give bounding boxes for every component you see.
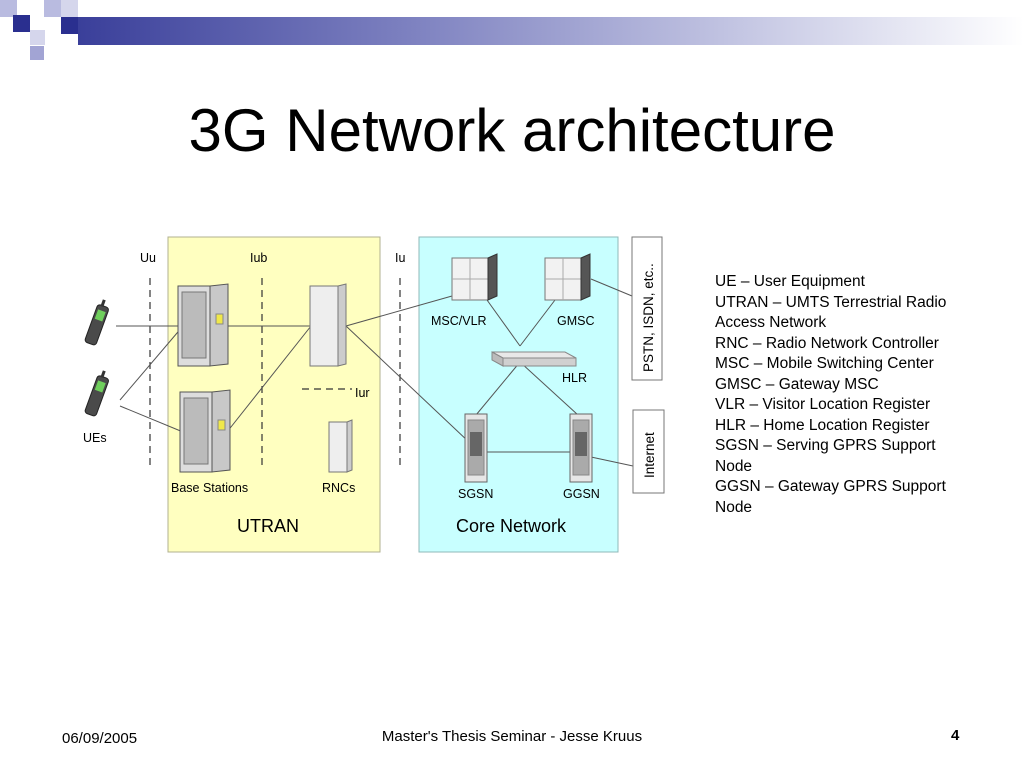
legend-item: Node (715, 498, 753, 516)
deco-square (30, 46, 44, 60)
legend-item: GGSN – Gateway GPRS Support (715, 478, 946, 495)
legend-item: MSC – Mobile Switching Center (715, 355, 934, 372)
hlr-icon (491, 351, 577, 367)
core-network-label: Core Network (456, 516, 567, 536)
phone-icon (84, 299, 109, 346)
sgsn-label: SGSN (458, 487, 493, 501)
pstn-box (631, 236, 663, 381)
page-title: 3G Network architecture (188, 97, 836, 164)
iu-label: Iu (395, 251, 405, 265)
deco-square (13, 15, 30, 32)
rnc-icon (309, 283, 347, 367)
internet-label: Internet (642, 432, 657, 478)
rnc-icon (328, 419, 353, 473)
legend-item: RNC – Radio Network Controller (715, 334, 939, 352)
legend-item: UE – User Equipment (715, 273, 865, 290)
rncs-label: RNCs (322, 481, 355, 495)
deco-square (30, 30, 45, 45)
deco-bar (78, 17, 1024, 45)
msc-vlr-label: MSC/VLR (431, 314, 487, 328)
msc-vlr-icon (451, 253, 498, 301)
ues-label: UEs (83, 431, 107, 445)
legend: UE – User Equipment UTRAN – UMTS Terrest… (715, 272, 1015, 518)
deco-square (44, 0, 61, 17)
pstn-label: PSTN, ISDN, etc.. (641, 263, 656, 372)
phone-icon (84, 370, 109, 417)
ggsn-label: GGSN (563, 487, 600, 501)
ggsn-icon (569, 413, 593, 483)
legend-item: UTRAN – UMTS Terrestrial Radio (715, 293, 947, 311)
base-station-icon (177, 283, 229, 367)
utran-label: UTRAN (237, 516, 299, 536)
deco-square (61, 0, 78, 17)
legend-item: HLR – Home Location Register (715, 416, 930, 434)
legend-item: SGSN – Serving GPRS Support (715, 437, 936, 454)
connection-lines (116, 278, 634, 467)
legend-item: Node (715, 457, 753, 475)
footer-date: 06/09/2005 (62, 730, 138, 747)
page-number: 4 (951, 727, 960, 744)
base-station-icon (179, 389, 231, 473)
deco-square (61, 17, 78, 34)
uu-label: Uu (140, 251, 156, 265)
gmsc-icon (544, 253, 591, 301)
sgsn-icon (464, 413, 488, 483)
gmsc-label: GMSC (557, 314, 595, 328)
legend-item: VLR – Visitor Location Register (715, 396, 931, 413)
footer-title: Master's Thesis Seminar - Jesse Kruus (381, 728, 643, 745)
iub-label: Iub (250, 251, 267, 265)
base-stations-label: Base Stations (171, 481, 248, 495)
hlr-label: HLR (562, 371, 587, 385)
internet-box (632, 409, 665, 494)
iur-label: Iur (355, 386, 370, 400)
legend-item: Access Network (715, 314, 827, 331)
legend-item: GMSC – Gateway MSC (715, 375, 879, 393)
deco-square (0, 0, 17, 17)
